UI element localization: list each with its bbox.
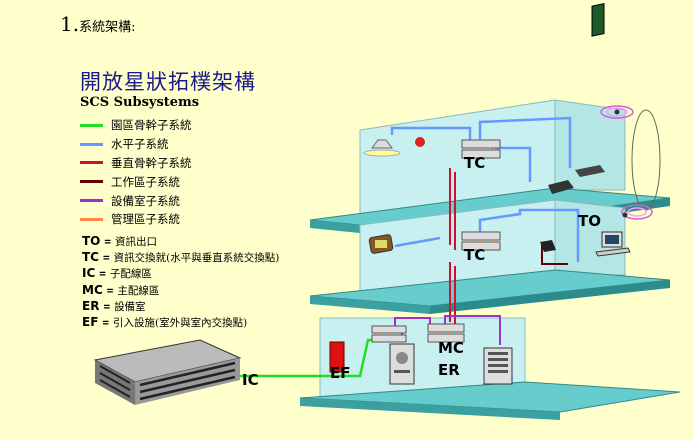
abbreviation-item: TC =資訊交換就(水平與垂直系統交換點)	[82, 250, 279, 266]
equals-sign: =	[106, 283, 114, 297]
tc-top-label: TC	[464, 154, 485, 172]
abbreviation-item: EF=引入設施(室外與室內交換點)	[82, 315, 279, 331]
legend-swatch	[80, 217, 103, 221]
phone-mid-icon	[540, 240, 556, 252]
abbreviation-code: IC	[82, 266, 96, 281]
equals-sign: =	[102, 315, 110, 329]
abbreviation-text: 主配線區	[117, 284, 160, 297]
vertical-backbone-cable	[449, 168, 456, 326]
abbreviation-code: ER	[82, 298, 100, 313]
diagram-title: 開放星狀拓樸架構	[80, 70, 256, 94]
floor-middle	[309, 199, 671, 314]
floor-edge-mid-right	[430, 280, 670, 314]
equals-sign: =	[99, 267, 106, 281]
campus-building-icon	[93, 339, 242, 405]
workstation-top-icon	[575, 3, 605, 177]
legend-swatch	[80, 161, 103, 165]
legend-swatch	[80, 123, 103, 127]
legend-item: 垂直骨幹子系統	[80, 154, 192, 173]
equals-sign: =	[103, 251, 110, 265]
mc-label: MC	[438, 339, 464, 357]
abbreviation-code: EF	[82, 314, 99, 329]
camera-icon	[368, 234, 394, 254]
legend-item: 水平子系統	[80, 135, 192, 154]
floor-ground	[299, 317, 681, 420]
abbreviation-text: 資訊交換就(水平與垂直系統交換點)	[113, 252, 280, 265]
abbreviation-text: 引入設施(室外與室內交換點)	[113, 316, 248, 329]
subsystem-legend: 園區骨幹子系統 水平子系統 垂直骨幹子系統 工作區子系統 設備室子系統 管理區子…	[80, 116, 192, 229]
tc-panel-top	[461, 139, 501, 159]
legend-item: 設備室子系統	[80, 191, 192, 210]
wireless-antenna-mid-icon	[621, 204, 653, 220]
ef-label: EF	[330, 364, 351, 382]
to-label: TO	[578, 212, 601, 230]
abbreviation-text: 資訊出口	[115, 236, 158, 248]
horizontal-cable	[390, 116, 580, 262]
ef-panel	[371, 325, 407, 343]
section-heading: 1.系統架構:	[60, 12, 135, 36]
abbreviation-list: TO=資訊出口 TC=資訊交換就(水平與垂直系統交換點) IC=子配線區 MC=…	[82, 234, 279, 331]
mc-panel	[427, 323, 465, 343]
ceiling-lamp-icon	[363, 139, 401, 157]
legend-swatch	[80, 199, 103, 203]
floor-edge-mid	[310, 296, 430, 314]
er-label: ER	[438, 361, 460, 379]
entrance-facility-icon	[329, 341, 345, 373]
equals-sign: =	[103, 299, 111, 313]
work-area-cable	[541, 244, 568, 265]
legend-label: 垂直骨幹子系統	[111, 155, 192, 170]
abbreviation-item: ER=設備室	[82, 299, 279, 315]
legend-item: 工作區子系統	[80, 172, 192, 191]
legend-item: 管理區子系統	[80, 210, 192, 229]
tc-panel-mid	[461, 231, 501, 251]
computer-mid-icon	[595, 231, 631, 257]
legend-label: 水平子系統	[111, 137, 169, 152]
section-number: 1.	[60, 12, 80, 36]
equals-sign: =	[104, 235, 112, 248]
wall-right-top	[554, 99, 626, 191]
abbreviation-text: 子配線區	[109, 268, 152, 281]
phone-top-icon	[548, 180, 574, 194]
abbreviation-code: MC	[82, 282, 103, 297]
legend-swatch	[80, 142, 103, 146]
floor-edge-ground	[300, 398, 560, 420]
server-icon	[389, 343, 415, 385]
legend-swatch	[80, 180, 103, 184]
abbreviation-text: 設備室	[114, 300, 146, 313]
legend-label: 園區骨幹子系統	[111, 118, 192, 133]
alarm-sensor-icon	[415, 137, 425, 147]
wireless-antenna-top-icon	[600, 105, 661, 211]
legend-subtitle: SCS Subsystems	[80, 95, 200, 110]
section-heading-text: 系統架構:	[79, 20, 136, 35]
abbreviation-item: TO=資訊出口	[82, 234, 279, 250]
abbreviation-code: TC	[82, 250, 99, 265]
legend-item: 園區骨幹子系統	[80, 116, 192, 135]
legend-label: 設備室子系統	[111, 193, 180, 208]
abbreviation-item: IC=子配線區	[82, 266, 279, 282]
ic-label: IC	[242, 371, 259, 389]
rack-icon	[483, 347, 513, 385]
abbreviation-item: MC=主配線區	[82, 283, 279, 299]
abbreviation-code: TO	[82, 234, 101, 248]
tc-mid-label: TC	[464, 246, 485, 264]
legend-label: 工作區子系統	[111, 174, 180, 189]
legend-label: 管理區子系統	[111, 212, 180, 227]
